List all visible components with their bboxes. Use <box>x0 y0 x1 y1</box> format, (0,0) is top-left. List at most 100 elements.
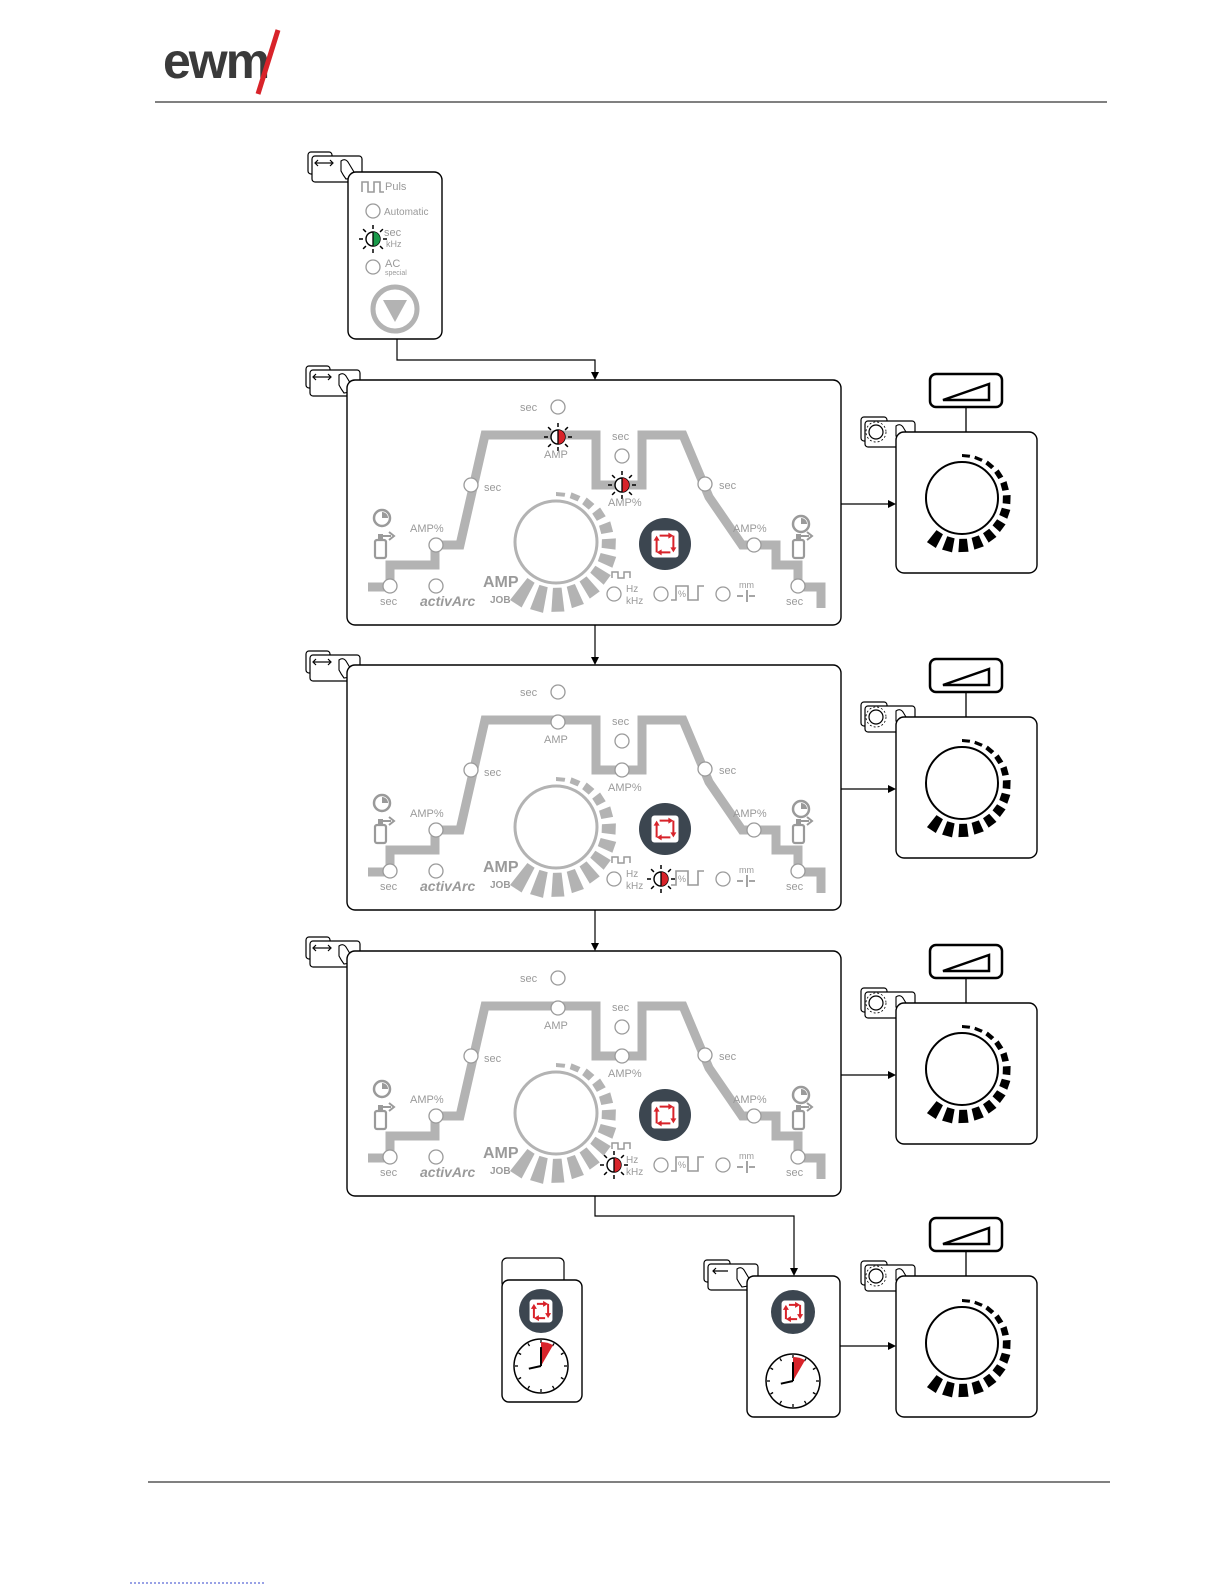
led-gas-preflow[interactable] <box>383 1150 397 1164</box>
led-gas-preflow[interactable] <box>383 864 397 878</box>
led-upslope-time[interactable] <box>551 685 565 699</box>
label-sec: sec <box>719 480 737 492</box>
led-pulse-current[interactable] <box>615 1049 629 1063</box>
arrow-cycle-icon[interactable] <box>639 518 691 570</box>
rotary-knob[interactable] <box>926 747 998 819</box>
label-hz: Hz <box>626 584 638 595</box>
led-upslope-time[interactable] <box>551 400 565 414</box>
arrow-head <box>888 1342 896 1350</box>
gas-postflow-clock-icon <box>793 801 809 817</box>
label-amp-pct: AMP% <box>733 523 767 535</box>
led-activarc[interactable] <box>429 1150 443 1164</box>
led-frequency[interactable] <box>607 872 621 886</box>
led-start-current[interactable] <box>429 823 443 837</box>
led-electrode-diameter[interactable] <box>716 872 730 886</box>
gas-postflow-clock-icon <box>793 1087 809 1103</box>
arrow-head <box>591 657 599 665</box>
led-start-current[interactable] <box>429 538 443 552</box>
led-downslope[interactable] <box>698 1048 712 1062</box>
led-pulse-current[interactable] <box>615 763 629 777</box>
label-sec: sec <box>484 1053 502 1065</box>
rotary-knob[interactable] <box>926 1307 998 1379</box>
return-indicator-box <box>704 1260 840 1417</box>
led-gas-postflow[interactable] <box>791 1150 805 1164</box>
label-hz: Hz <box>626 869 638 880</box>
arrow-cycle-icon[interactable] <box>639 803 691 855</box>
led-frequency[interactable] <box>607 587 621 601</box>
led-upslope[interactable] <box>464 763 478 777</box>
label-pct: % <box>678 589 686 599</box>
led-pulse-time[interactable] <box>615 1020 629 1034</box>
led-gas-postflow[interactable] <box>791 864 805 878</box>
label-activarc: activArc <box>420 1164 475 1180</box>
label-sec: sec <box>520 402 538 414</box>
parameter-panel-step-2: secsecAMP%secAMPsecAMP%secAMP%secactivAr… <box>306 651 1037 951</box>
led-pulse-time[interactable] <box>615 449 629 463</box>
clock-icon <box>766 1354 820 1408</box>
gas-postflow-clock-icon <box>793 516 809 532</box>
arrow-cycle-icon[interactable] <box>771 1290 815 1334</box>
label-amp: AMP <box>544 449 568 461</box>
led-upslope[interactable] <box>464 1049 478 1063</box>
label-amp-big: AMP <box>483 859 519 876</box>
rotary-knob-box <box>861 1218 1037 1417</box>
label-khz: kHz <box>626 596 643 607</box>
rotary-knob[interactable] <box>926 1033 998 1105</box>
option-sec-label: sec <box>384 227 402 239</box>
led-activarc[interactable] <box>429 579 443 593</box>
rotary-knob[interactable] <box>926 462 998 534</box>
label-amp-pct: AMP% <box>608 1068 642 1080</box>
led-main-current[interactable] <box>551 1001 565 1015</box>
label-pct: % <box>678 874 686 884</box>
connector-arrow <box>397 339 595 378</box>
led-activarc[interactable] <box>429 864 443 878</box>
arrow-cycle-icon[interactable] <box>519 1289 563 1333</box>
label-amp-pct: AMP% <box>733 808 767 820</box>
label-hz: Hz <box>626 1155 638 1166</box>
gas-preflow-clock-icon <box>374 795 390 811</box>
clock-icon <box>514 1339 568 1393</box>
option-automatic-label: Automatic <box>384 207 428 218</box>
label-mm: mm <box>739 580 754 590</box>
label-amp-pct: AMP% <box>410 808 444 820</box>
arrow-cycle-icon[interactable] <box>639 1089 691 1141</box>
led-start-current[interactable] <box>429 1109 443 1123</box>
option-khz-label: kHz <box>386 239 402 249</box>
ramp-display <box>930 945 1002 978</box>
rotary-knob-box <box>861 659 1037 858</box>
label-activarc: activArc <box>420 878 475 894</box>
led-downslope[interactable] <box>698 762 712 776</box>
led-balance[interactable] <box>654 1158 668 1172</box>
label-sec: sec <box>719 1051 737 1063</box>
led-downslope[interactable] <box>698 477 712 491</box>
label-amp-pct: AMP% <box>733 1094 767 1106</box>
main-knob[interactable] <box>515 1072 597 1154</box>
led-end-current[interactable] <box>747 823 761 837</box>
led-electrode-diameter[interactable] <box>716 587 730 601</box>
label-job: JOB <box>490 880 511 891</box>
main-knob[interactable] <box>515 786 597 868</box>
led-pulse-time[interactable] <box>615 734 629 748</box>
arrow-head <box>888 500 896 508</box>
label-amp-big: AMP <box>483 574 519 591</box>
label-mm: mm <box>739 1151 754 1161</box>
led-gas-postflow[interactable] <box>791 579 805 593</box>
option-ac-label: AC <box>385 258 400 270</box>
led-electrode-diameter[interactable] <box>716 1158 730 1172</box>
led-upslope-time[interactable] <box>551 971 565 985</box>
label-sec: sec <box>520 973 538 985</box>
select-down-button[interactable] <box>373 287 417 331</box>
rotary-knob-box <box>861 945 1037 1144</box>
led-main-current[interactable] <box>551 715 565 729</box>
label-sec: sec <box>380 1167 398 1179</box>
led-upslope[interactable] <box>464 478 478 492</box>
led-gas-preflow[interactable] <box>383 579 397 593</box>
led-balance[interactable] <box>654 587 668 601</box>
label-sec: sec <box>786 1167 804 1179</box>
parameter-panel-step-1: secsecAMP%secAMPsecAMP%secAMP%secactivAr… <box>306 366 1037 665</box>
led-end-current[interactable] <box>747 538 761 552</box>
main-knob[interactable] <box>515 501 597 583</box>
led-end-current[interactable] <box>747 1109 761 1123</box>
label-sec: sec <box>612 1002 630 1014</box>
option-automatic[interactable]: Automatic <box>366 204 428 218</box>
